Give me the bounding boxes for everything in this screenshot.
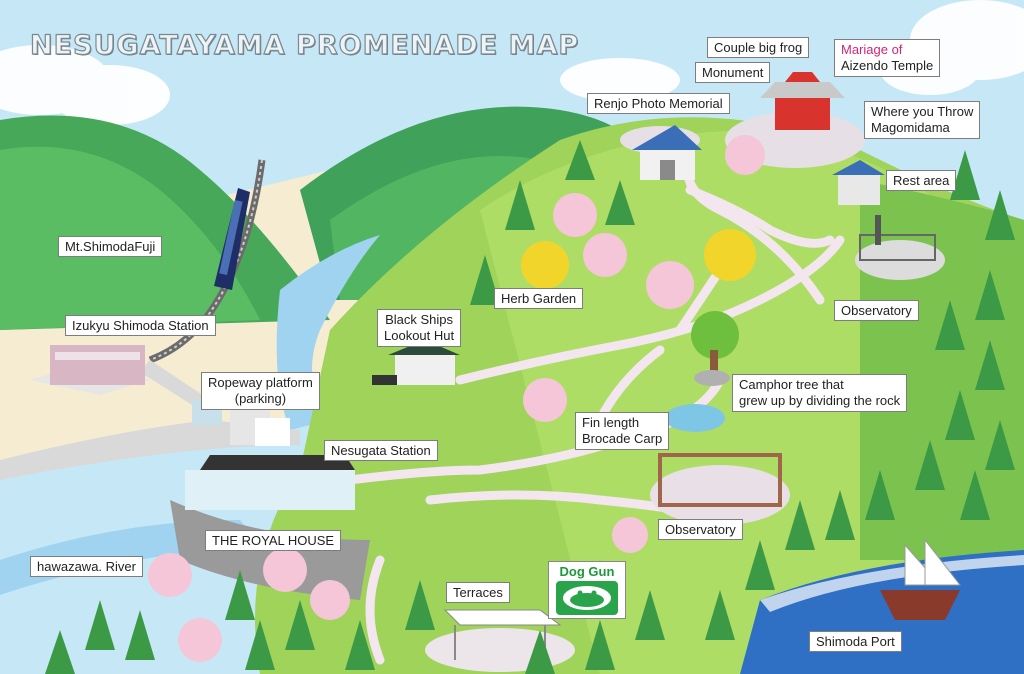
aizendo-temple — [760, 72, 845, 130]
label-couple-big-frog: Couple big frog — [707, 37, 810, 58]
label-brocade-carp-line2: Brocade Carp — [582, 431, 663, 446]
label-mariage-of: Mariage of — [841, 42, 903, 57]
label-where-you-throw: Where you Throw — [871, 104, 974, 119]
label-observatory-top: Observatory — [834, 300, 919, 321]
cherry-trees — [148, 135, 765, 662]
dog-gun-logo-icon — [556, 581, 618, 615]
label-shimoda-port: Shimoda Port — [809, 631, 902, 652]
label-lookout-hut: Lookout Hut — [384, 328, 455, 343]
yellow-trees — [521, 229, 756, 289]
label-terraces: Terraces — [446, 582, 510, 603]
label-nesugata-station: Nesugata Station — [324, 440, 438, 461]
label-ropeway-platform-line1: Ropeway platform — [208, 375, 313, 390]
label-izukyu-shimoda-station: Izukyu Shimoda Station — [65, 315, 216, 336]
observatory-bottom-deck — [650, 453, 790, 525]
label-observatory-bottom: Observatory — [658, 519, 743, 540]
camphor-tree — [691, 311, 739, 386]
label-mariage-aizendo-temple: Mariage of Aizendo Temple — [834, 39, 941, 77]
label-black-ships-lookout-hut: Black Ships Lookout Hut — [377, 309, 462, 347]
izukyu-station-building — [30, 345, 150, 395]
renjo-house — [632, 125, 702, 180]
carp-pond — [665, 404, 725, 432]
map-title: NESUGATAYAMA PROMENADE MAP — [29, 29, 580, 61]
label-herb-garden: Herb Garden — [494, 288, 584, 309]
dog-gun-label: Dog Gun — [559, 564, 615, 579]
label-hawazawa-river: hawazawa. River — [30, 556, 143, 577]
train — [214, 188, 250, 290]
label-fin-length: Fin length — [582, 415, 640, 430]
label-monument: Monument — [695, 62, 771, 83]
walking-paths — [345, 155, 845, 665]
label-aizendo-temple: Aizendo Temple — [841, 58, 934, 73]
label-rest-area: Rest area — [886, 170, 957, 191]
royal-house-building — [185, 410, 355, 510]
trees — [45, 140, 1015, 674]
dog-gun-sign: Dog Gun — [548, 561, 626, 619]
label-ropeway-platform: Ropeway platform (parking) — [201, 372, 320, 410]
label-camphor-tree: Camphor tree that grew up by dividing th… — [732, 374, 908, 412]
label-where-you-throw-magomidama: Where you Throw Magomidama — [864, 101, 981, 139]
ship — [880, 538, 962, 620]
label-mt-shimodafuji: Mt.ShimodaFuji — [58, 236, 163, 257]
label-magomidama: Magomidama — [871, 120, 950, 135]
label-brocade-carp: Fin length Brocade Carp — [575, 412, 670, 450]
label-renjo-photo-memorial: Renjo Photo Memorial — [587, 93, 730, 114]
label-black-ships: Black Ships — [385, 312, 454, 327]
label-camphor-line1: Camphor tree that — [739, 377, 844, 392]
label-the-royal-house: THE ROYAL HOUSE — [205, 530, 342, 551]
label-ropeway-platform-line2: (parking) — [234, 391, 287, 406]
black-ships-hut — [372, 340, 460, 385]
observatory-top-deck — [855, 215, 945, 280]
label-camphor-line2: grew up by dividing the rock — [739, 393, 901, 408]
rest-area-building — [832, 160, 885, 205]
